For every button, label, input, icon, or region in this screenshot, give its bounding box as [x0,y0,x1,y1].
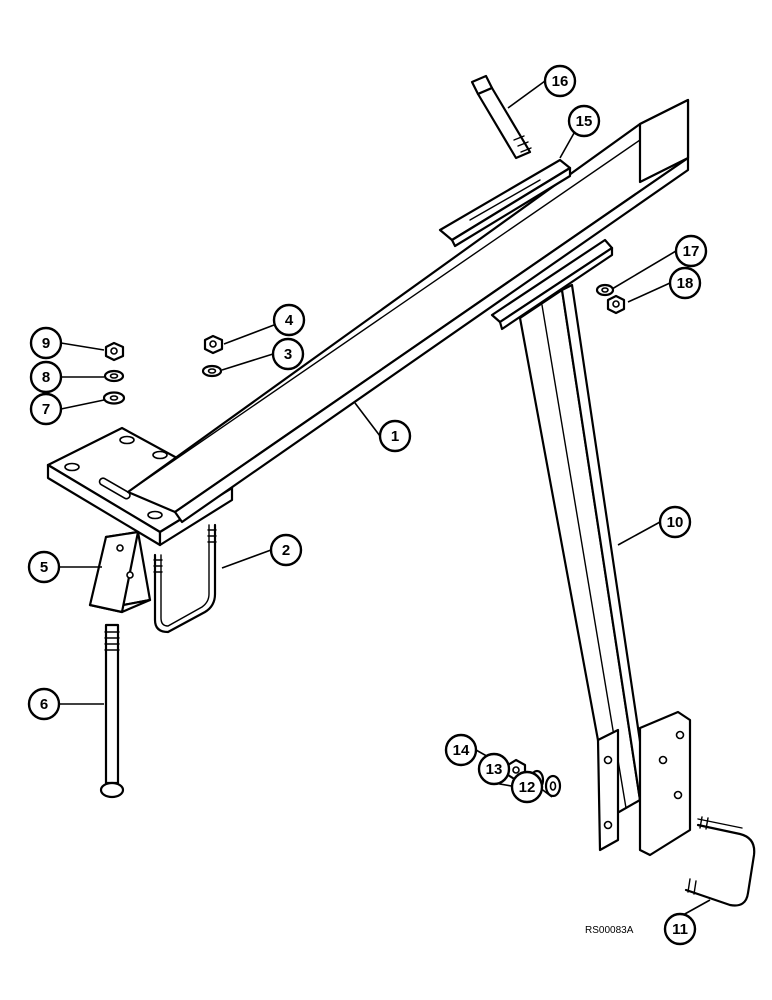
callout-6[interactable]: 6 [27,687,61,721]
svg-text:18: 18 [677,275,694,292]
svg-text:6: 6 [40,696,48,713]
clamp-plate-part [438,158,572,248]
main-beam-part [46,98,690,547]
callout-16[interactable]: 16 [543,64,577,98]
callout-3[interactable]: 3 [271,337,305,371]
long-bolt-part [470,74,532,160]
callout-2[interactable]: 2 [269,533,303,567]
callout-1[interactable]: 1 [378,419,412,453]
callout-11[interactable]: 11 [663,912,697,946]
u-bolt-right-part [684,816,756,907]
carriage-bolt-part [99,623,125,799]
svg-text:16: 16 [552,73,569,90]
reference-code: RS00083A [585,925,634,936]
svg-text:2: 2 [282,542,290,559]
callouts: 1 2 3 4 5 6 7 8 9 10 11 12 13 14 15 16 1… [27,64,708,946]
callout-9[interactable]: 9 [29,326,63,360]
callout-8[interactable]: 8 [29,360,63,394]
callout-18[interactable]: 18 [668,266,702,300]
support-leg-part [490,238,692,857]
callout-4[interactable]: 4 [272,303,306,337]
svg-text:12: 12 [519,779,536,796]
svg-text:7: 7 [42,401,50,418]
svg-text:4: 4 [285,312,294,329]
svg-text:1: 1 [391,428,399,445]
svg-text:5: 5 [40,559,48,576]
callout-10[interactable]: 10 [658,505,692,539]
svg-text:9: 9 [42,335,50,352]
svg-text:15: 15 [576,113,593,130]
callout-5[interactable]: 5 [27,550,61,584]
callout-14[interactable]: 14 [444,733,478,767]
svg-text:8: 8 [42,369,50,386]
callout-13[interactable]: 13 [477,752,511,786]
svg-text:14: 14 [453,742,470,759]
svg-text:13: 13 [486,761,503,778]
callout-12[interactable]: 12 [510,770,544,804]
svg-text:10: 10 [667,514,684,531]
u-bolt-part [153,523,217,634]
svg-text:11: 11 [672,921,688,938]
callout-17[interactable]: 17 [674,234,708,268]
svg-text:17: 17 [683,243,700,260]
spacer-block-part [88,530,152,614]
callout-7[interactable]: 7 [29,392,63,426]
callout-15[interactable]: 15 [567,104,601,138]
svg-text:3: 3 [284,346,292,363]
